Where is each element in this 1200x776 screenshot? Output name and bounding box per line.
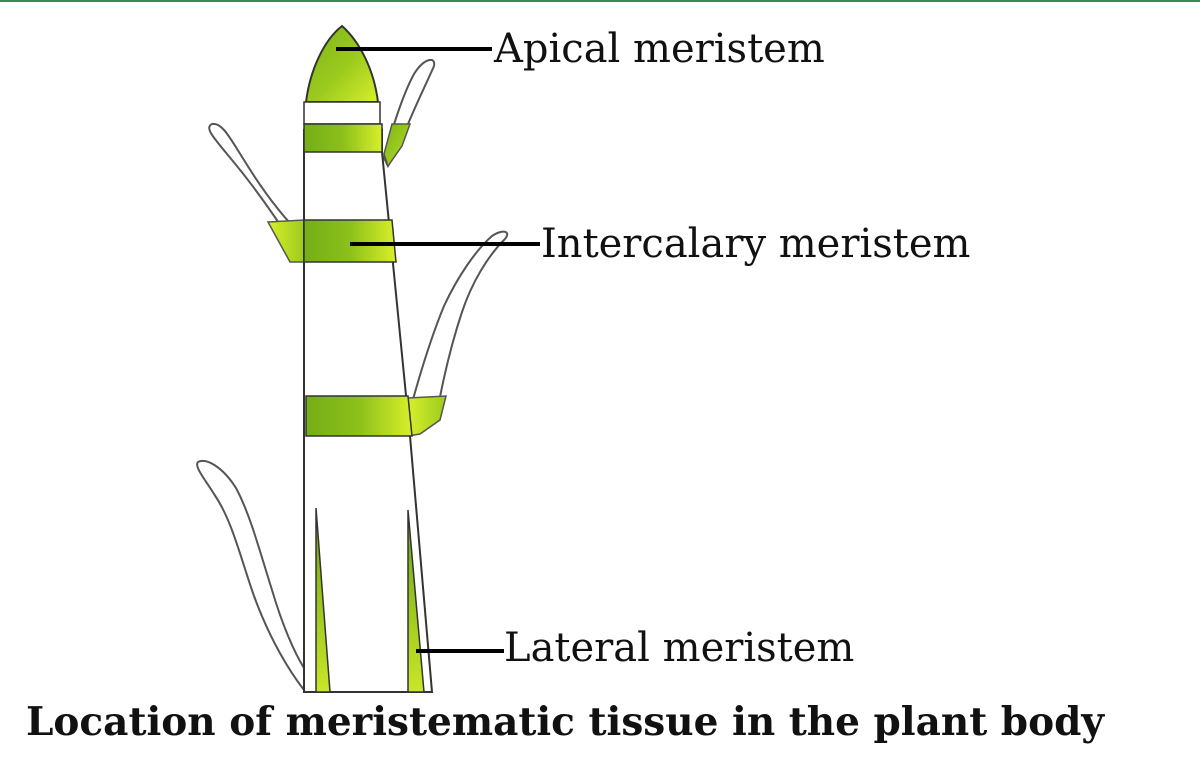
upper-green-band [303, 123, 383, 153]
intercalary-meristem-tissue [303, 219, 397, 263]
left-lower-leaf [196, 460, 305, 693]
diagram-caption: Location of meristematic tissue in the p… [26, 699, 1105, 745]
right-long-leaf [406, 230, 509, 419]
left-upper-leaf-base [266, 219, 305, 263]
left-upper-leaf [208, 122, 305, 266]
top-border-line [0, 0, 1200, 2]
lower-green-band [305, 395, 413, 437]
right-small-leaf-base [383, 123, 412, 168]
apical-meristem-label: Apical meristem [494, 26, 825, 72]
apex-white-band [303, 101, 381, 125]
lateral-meristem-right [407, 509, 425, 693]
lateral-meristem-label: Lateral meristem [504, 625, 855, 671]
lateral-meristem-left [315, 507, 331, 693]
intercalary-meristem-label: Intercalary meristem [541, 221, 971, 267]
right-long-leaf-base [407, 395, 447, 437]
apical-meristem-tissue [304, 24, 380, 103]
